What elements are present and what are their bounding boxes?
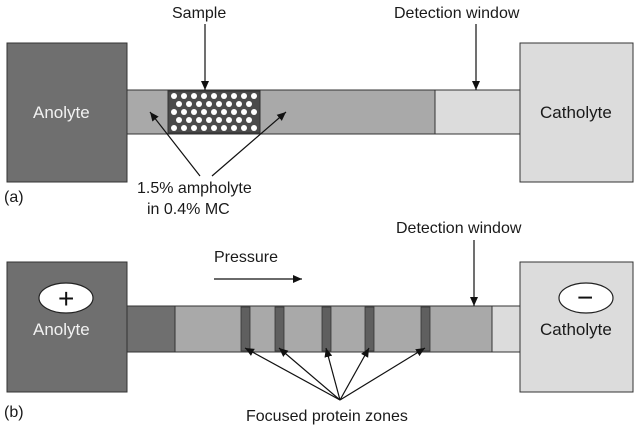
protein-zone (321, 306, 332, 352)
anolyte-label-b: Anolyte (33, 320, 90, 339)
ampholyte-arrow-left (149, 111, 201, 177)
protein-zone (420, 306, 431, 352)
sample-dot (241, 109, 247, 115)
protein-zone (274, 306, 285, 352)
sample-dot (251, 93, 257, 99)
sample-dot (211, 93, 217, 99)
sample-dot (201, 93, 207, 99)
catholyte-label-b: Catholyte (540, 320, 612, 339)
sample-dot (226, 117, 232, 123)
sample-dot (211, 109, 217, 115)
zone-arrows (244, 347, 426, 401)
sample-dot (171, 93, 177, 99)
capillary-detection-segment-b (491, 305, 521, 353)
zone-arrow (339, 347, 426, 401)
sample-dot (216, 117, 222, 123)
cathode-minus-icon: − (577, 282, 593, 313)
sample-dot (221, 93, 227, 99)
sample-dot (216, 101, 222, 107)
sample-dot (236, 101, 242, 107)
sample-dot (171, 125, 177, 131)
sample-dot (171, 109, 177, 115)
catholyte-label-a: Catholyte (540, 103, 612, 122)
sample-dot (221, 125, 227, 131)
sample-dot (246, 101, 252, 107)
protein-zone (240, 306, 251, 352)
sample-dot (251, 109, 257, 115)
sample-dot (191, 109, 197, 115)
sample-dot (251, 125, 257, 131)
sample-dot (231, 93, 237, 99)
anode-sign-badge (38, 282, 94, 314)
ampholyte-arrow-right (211, 111, 287, 177)
zone-arrow (244, 347, 341, 401)
zone-arrow (339, 347, 370, 401)
sample-dots (171, 93, 257, 131)
detection-window-label-b: Detection window (396, 220, 522, 237)
sample-dot (206, 101, 212, 107)
anolyte-label-a: Anolyte (33, 103, 90, 122)
sample-dot (201, 125, 207, 131)
sample-dot (236, 117, 242, 123)
panel-a-tag: (a) (4, 189, 24, 206)
sample-dot (186, 117, 192, 123)
sample-dot (226, 101, 232, 107)
sample-dot (181, 93, 187, 99)
zones-label: Focused protein zones (246, 408, 408, 425)
panel-b-tag: (b) (4, 404, 24, 421)
sample-dot (191, 93, 197, 99)
cathode-sign-badge (558, 282, 614, 314)
sample-dot (196, 101, 202, 107)
protein-zone (364, 306, 375, 352)
sample-dot (196, 117, 202, 123)
sample-dot (231, 125, 237, 131)
panel-b: + Anolyte − Catholyte Pressure Detection… (4, 220, 634, 425)
sample-label: Sample (172, 5, 226, 22)
pressure-label: Pressure (214, 249, 278, 266)
capillary-detection-segment-a (434, 89, 521, 135)
sample-dot (176, 117, 182, 123)
zone-arrow (278, 347, 341, 401)
sample-dot (181, 125, 187, 131)
ampholyte-label-line1: 1.5% ampholyte (137, 180, 252, 197)
zone-arrow (324, 347, 341, 401)
capillary-dark-segment-b (126, 305, 176, 353)
anolyte-reservoir-a (6, 42, 128, 183)
sample-dot (186, 101, 192, 107)
sample-dot (201, 109, 207, 115)
sample-dot (191, 125, 197, 131)
sample-dot (206, 117, 212, 123)
panel-a: Anolyte Catholyte Sample Detection windo… (4, 5, 634, 218)
sample-dot (231, 109, 237, 115)
detection-window-label-a: Detection window (394, 5, 520, 22)
ampholyte-label-line2: in 0.4% MC (147, 201, 230, 218)
sample-dot (211, 125, 217, 131)
catholyte-reservoir-a (519, 42, 634, 183)
sample-dot (221, 109, 227, 115)
capillary-b (174, 305, 493, 353)
sample-dot (176, 101, 182, 107)
sample-dot (246, 117, 252, 123)
sample-dot (241, 125, 247, 131)
sample-dot (181, 109, 187, 115)
anode-plus-icon: + (58, 283, 74, 314)
sample-dot (241, 93, 247, 99)
